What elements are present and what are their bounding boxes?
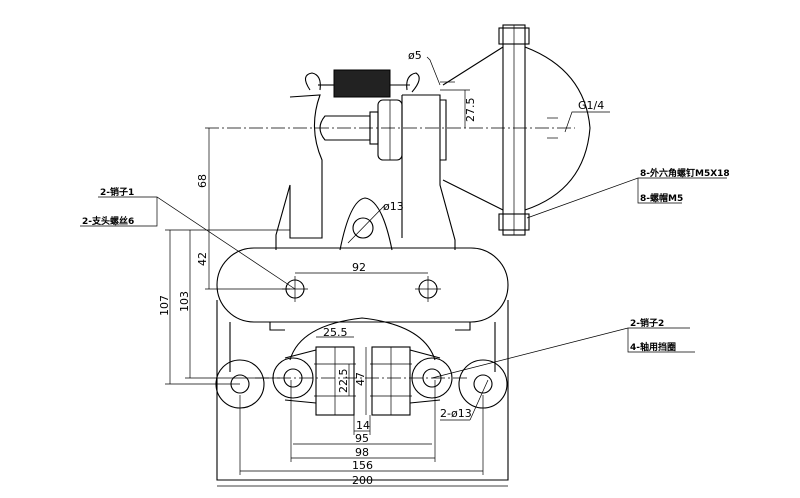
left-hook bbox=[304, 72, 321, 91]
shoe-lobe-right bbox=[411, 357, 453, 399]
dim-d13-pivot: ø13 bbox=[383, 200, 404, 213]
dim-d5: ø5 bbox=[408, 49, 422, 62]
label-nut: 8-螺帽M5 bbox=[640, 192, 683, 204]
right-hook bbox=[406, 72, 420, 93]
dim-g1-4: G1/4 bbox=[578, 99, 604, 112]
cam-plate bbox=[216, 247, 509, 323]
pivot-lug bbox=[339, 197, 393, 251]
label-pin2: 2-销子2 bbox=[630, 317, 664, 329]
base bbox=[215, 300, 509, 481]
dim-68: 68 bbox=[196, 174, 209, 188]
dim-42: 42 bbox=[196, 252, 209, 266]
label-pin1: 2-销子1 bbox=[100, 186, 134, 198]
dim-27-5: 27.5 bbox=[464, 98, 477, 123]
label-retaining-ring: 4-轴用挡圈 bbox=[630, 341, 676, 353]
dim-25-5: 25.5 bbox=[323, 326, 348, 339]
dim-22-5: 22.5 bbox=[337, 369, 350, 394]
label-set-screw: 2-支头螺丝6 bbox=[82, 215, 134, 227]
dim-95: 95 bbox=[355, 432, 369, 445]
pivot-hole bbox=[352, 217, 374, 239]
brake-chamber bbox=[442, 24, 591, 236]
dim-103: 103 bbox=[178, 291, 191, 312]
dim-156: 156 bbox=[352, 459, 373, 472]
dim-107: 107 bbox=[158, 295, 171, 316]
spring bbox=[304, 69, 420, 98]
dimension-lines bbox=[165, 56, 610, 487]
dim-92: 92 bbox=[352, 261, 366, 274]
leader-lines bbox=[80, 177, 727, 379]
dim-47: 47 bbox=[354, 372, 367, 386]
upper-frame bbox=[275, 94, 456, 251]
dim-14: 14 bbox=[356, 419, 370, 432]
adjust-bolt bbox=[319, 99, 403, 161]
dim-200: 200 bbox=[352, 474, 373, 487]
dim-2-d13: 2-ø13 bbox=[440, 407, 472, 420]
label-hex-bolt: 8-外六角螺钉M5X18 bbox=[640, 167, 730, 179]
dim-98: 98 bbox=[355, 446, 369, 459]
